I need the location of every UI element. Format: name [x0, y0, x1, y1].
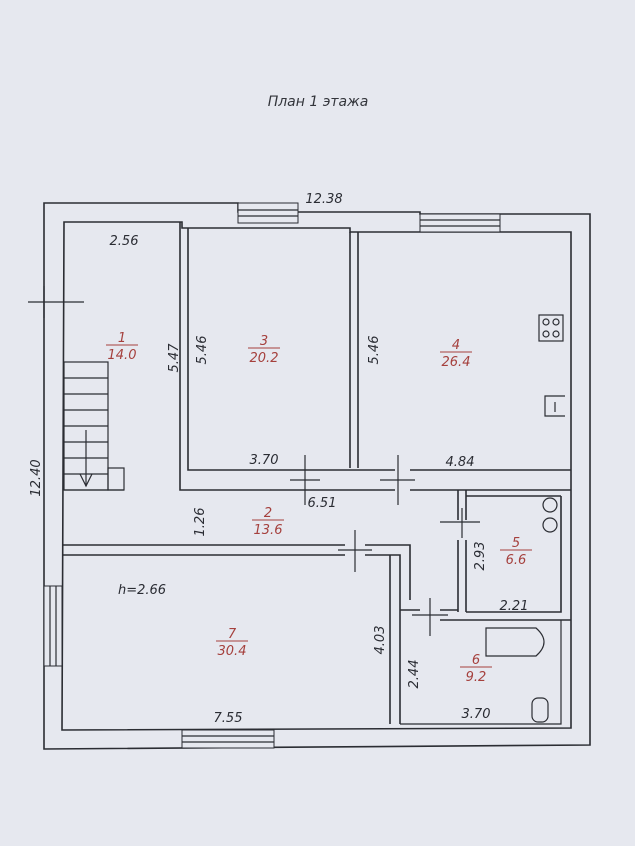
dim-room4-width: 4.84 — [446, 455, 475, 470]
bathtub-icon — [485, 627, 545, 657]
dim-overall-height: 12.40 — [29, 459, 44, 496]
sink-icon — [544, 395, 565, 417]
room-6-number: 6 — [472, 653, 480, 668]
room-3-area: 20.2 — [250, 351, 279, 366]
dim-room3-height: 5.46 — [195, 336, 210, 365]
dim-room6-height: 2.44 — [407, 660, 422, 689]
room-4-number: 4 — [452, 338, 460, 353]
room-1-number: 1 — [118, 331, 126, 346]
room-1-area: 14.0 — [108, 348, 137, 363]
room-labels: 1 14.0 2 13.6 3 20.2 4 26.4 5 6.6 6 9.2 7 30.4 — [106, 331, 532, 685]
room-6-area: 9.2 — [466, 670, 487, 685]
room-7-number: 7 — [228, 627, 237, 642]
fixtures — [485, 314, 565, 723]
dimension-labels: 12.38 12.40 2.56 5.47 5.46 3.70 5.46 4.8… — [29, 192, 528, 726]
toilet-icon — [542, 497, 558, 513]
windows — [43, 202, 501, 749]
room-7-area: 30.4 — [218, 644, 247, 659]
window-top-left — [237, 202, 299, 224]
room-3-number: 3 — [260, 334, 268, 349]
dim-room5-width: 2.21 — [500, 599, 529, 614]
window-bottom — [181, 729, 275, 749]
window-left — [43, 585, 63, 667]
dim-room7-width: 7.55 — [214, 711, 243, 726]
dim-room1-width: 2.56 — [110, 234, 139, 249]
window-top-right — [419, 213, 501, 233]
dim-room4-height: 5.46 — [367, 336, 382, 365]
room-2-number: 2 — [264, 506, 272, 521]
dim-overall-width: 12.38 — [305, 192, 342, 207]
dim-room1-height: 5.47 — [167, 343, 182, 373]
room-5-number: 5 — [512, 536, 520, 551]
dim-room3-width: 3.70 — [250, 453, 279, 468]
dim-hall-height: 1.26 — [193, 508, 208, 537]
dim-room7-height: 4.03 — [373, 626, 388, 655]
room-2-area: 13.6 — [254, 523, 283, 538]
dim-room5-height: 2.93 — [473, 542, 488, 571]
room-5-area: 6.6 — [506, 553, 527, 568]
dim-hall-width: 6.51 — [308, 496, 337, 511]
room-4-area: 26.4 — [442, 355, 471, 370]
door-marks — [28, 286, 480, 636]
dim-room7-ceiling: h=2.66 — [118, 583, 166, 598]
stove-icon — [538, 314, 564, 342]
toilet-bath-icon — [531, 697, 549, 723]
interior-walls — [62, 222, 571, 725]
outer-walls — [43, 202, 591, 750]
plan-title: План 1 этажа — [268, 94, 369, 110]
washbasin-icon — [542, 517, 558, 533]
staircase — [63, 361, 125, 491]
dim-room6-width: 3.70 — [462, 707, 491, 722]
